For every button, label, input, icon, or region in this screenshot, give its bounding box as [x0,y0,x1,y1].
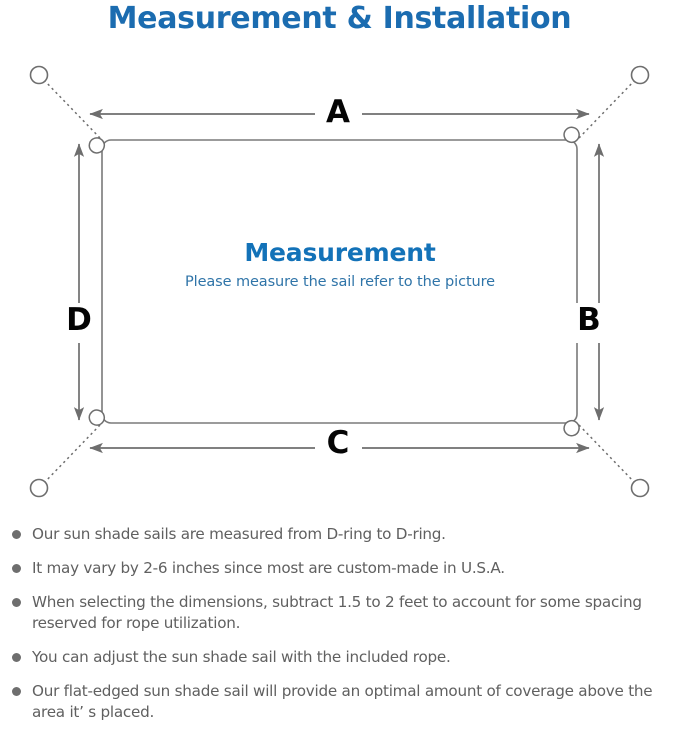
center-caption: Measurement Please measure the sail refe… [110,238,570,293]
list-item: It may vary by 2-6 inches since most are… [0,558,679,579]
anchor-point-bottom-left [29,478,49,498]
d-ring-bottom-right [563,420,580,437]
diagram-svg [29,65,650,498]
list-item: When selecting the dimensions, subtract … [0,592,679,634]
anchor-point-bottom-right [630,478,650,498]
rope-line-top-right [578,77,638,139]
bullet-icon [12,687,21,696]
rope-line-top-left [41,77,101,139]
d-ring-bottom-left [88,409,105,426]
rope-line-bottom-left [41,424,101,486]
bullet-icon [12,653,21,662]
rope-line-bottom-right [578,424,638,486]
dimension-label-b: B [572,303,606,343]
list-item: You can adjust the sun shade sail with t… [0,647,679,668]
d-ring-top-left [88,137,105,154]
list-item-text: Our flat-edged sun shade sail will provi… [32,682,653,721]
list-item-text: It may vary by 2-6 inches since most are… [32,559,505,577]
bullet-icon [12,564,21,573]
sail-body [101,139,578,424]
dimension-label-c: C [315,426,361,464]
anchor-point-top-right [630,65,650,85]
list-item: Our flat-edged sun shade sail will provi… [0,681,679,723]
anchor-point-top-left [29,65,49,85]
dimension-label-a: A [315,95,361,133]
center-caption-title: Measurement [244,238,436,267]
d-ring-top-right [563,126,580,143]
list-item-text: Our sun shade sails are measured from D-… [32,525,446,543]
sail-measurement-diagram: A B C D Measurement Please measure the s… [0,48,679,518]
bullet-icon [12,598,21,607]
list-item-text: You can adjust the sun shade sail with t… [32,648,451,666]
bullet-icon [12,530,21,539]
page-title: Measurement & Installation [107,1,572,36]
notes-list: Our sun shade sails are measured from D-… [0,524,679,736]
list-item: Our sun shade sails are measured from D-… [0,524,679,545]
dimension-label-d: D [62,303,96,343]
list-item-text: When selecting the dimensions, subtract … [32,593,642,632]
center-caption-subtitle: Please measure the sail refer to the pic… [185,274,495,290]
